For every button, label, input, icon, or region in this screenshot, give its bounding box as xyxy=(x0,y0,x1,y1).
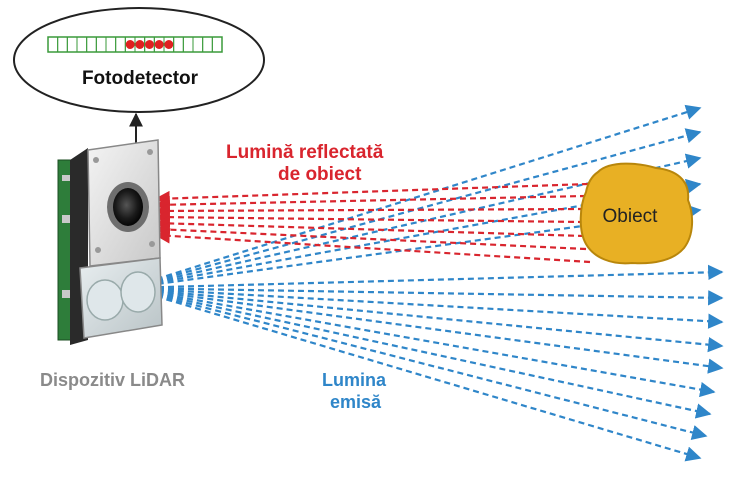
sensor-hit-dot xyxy=(145,40,154,49)
sensor-hit-dot xyxy=(164,40,174,49)
screw xyxy=(95,247,101,253)
emitted-ray xyxy=(127,128,702,290)
object-shape xyxy=(579,162,694,265)
emitted-ray xyxy=(127,286,702,462)
photodetector-label: Fotodetector xyxy=(82,68,199,89)
emitted-ray xyxy=(127,153,702,290)
device-label: Dispozitiv LiDAR xyxy=(40,370,185,390)
screw xyxy=(93,157,99,163)
emitted-ray xyxy=(127,286,724,329)
emitted-ray xyxy=(127,286,708,441)
board-chip xyxy=(62,175,74,181)
reflected-ray xyxy=(154,194,587,213)
receiver-lens xyxy=(113,188,143,226)
reflected-light-label-line2: de obiect xyxy=(278,164,362,185)
sensor-segment xyxy=(211,36,223,53)
photodetector-sensor-strip xyxy=(47,36,223,53)
emitted-ray xyxy=(127,286,724,306)
board-chip xyxy=(62,215,74,223)
emitted-ray xyxy=(127,264,724,290)
sensor-hit-dot xyxy=(135,40,145,49)
reflected-ray xyxy=(154,203,585,219)
emitter-lens-right xyxy=(120,271,156,313)
target-object: Obiect xyxy=(579,162,694,265)
emitter-lens-left xyxy=(86,279,124,321)
reflected-light-rays xyxy=(154,182,591,264)
photodetector-bubble: Fotodetector xyxy=(13,7,265,113)
emitted-light-label-line1: Lumina xyxy=(322,370,387,390)
emitted-ray xyxy=(127,286,724,374)
screw xyxy=(147,149,153,155)
sensor-hit-dot xyxy=(154,40,164,49)
reflected-ray xyxy=(154,215,585,238)
emitted-ray xyxy=(127,286,716,398)
emitted-light-label-line2: emisă xyxy=(330,392,382,412)
screw xyxy=(149,241,155,247)
reflected-light-label-line1: Lumină reflectată xyxy=(226,142,384,163)
reflected-ray xyxy=(154,209,585,225)
emitted-ray xyxy=(127,286,712,419)
photodetector-ellipse xyxy=(13,7,265,113)
object-label: Obiect xyxy=(603,206,659,227)
board-chip xyxy=(62,290,74,298)
emitted-light-rays xyxy=(127,104,724,462)
sensor-hit-dot xyxy=(125,40,135,49)
reflected-ray xyxy=(154,228,591,264)
reflected-ray xyxy=(154,182,589,207)
reflected-ray xyxy=(154,221,587,251)
lidar-device xyxy=(57,139,163,345)
